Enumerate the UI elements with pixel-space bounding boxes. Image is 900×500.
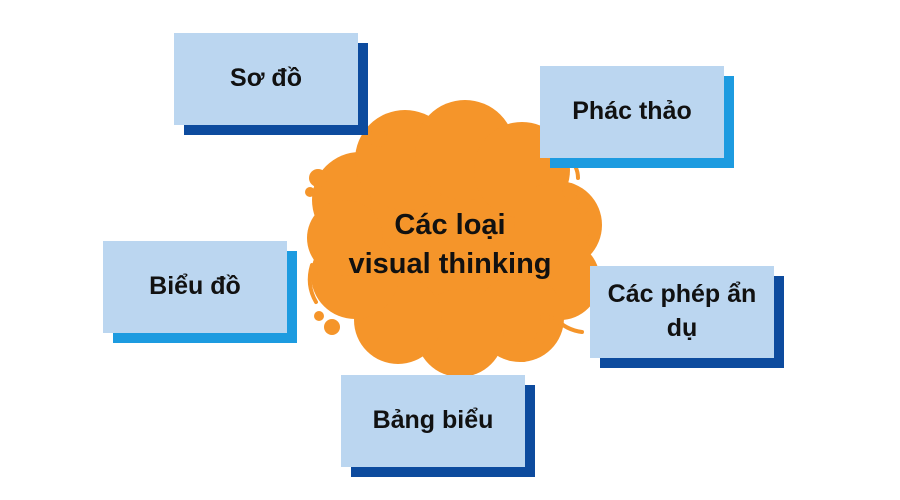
- cloud-puffs: [305, 129, 598, 362]
- card-face: Phác thảo: [540, 66, 724, 158]
- card-bieu-do: Biểu đồ: [103, 241, 297, 343]
- cloud-body: [307, 100, 602, 377]
- card-label-line-1: Các phép ẩn: [607, 280, 757, 309]
- card-an-du: Các phép ẩn dụ: [590, 266, 784, 368]
- card-label: Biểu đồ: [149, 272, 241, 301]
- center-title-line-2: visual thinking: [348, 248, 552, 280]
- center-title-line-1: Các loại: [394, 208, 506, 241]
- card-label: Sơ đồ: [230, 64, 302, 93]
- card-face: Các phép ẩn dụ: [590, 266, 774, 358]
- card-label-line-2: dụ: [666, 314, 698, 342]
- center-title: Các loại visual thinking: [300, 190, 600, 300]
- card-face: Sơ đồ: [174, 33, 358, 125]
- card-bang-bieu: Bảng biểu: [341, 375, 535, 477]
- card-label: Phác thảo: [572, 97, 692, 126]
- card-label: Bảng biểu: [372, 406, 494, 435]
- card-so-do: Sơ đồ: [174, 33, 368, 135]
- card-phac-thao: Phác thảo: [540, 66, 734, 168]
- card-face: Bảng biểu: [341, 375, 525, 467]
- card-face: Biểu đồ: [103, 241, 287, 333]
